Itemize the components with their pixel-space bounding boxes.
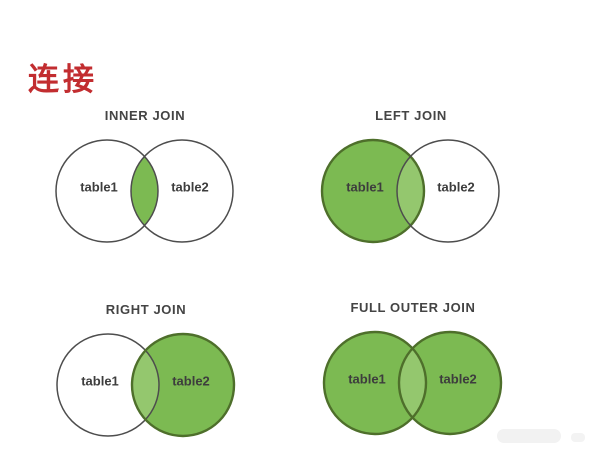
page-title: 连接 (28, 61, 98, 97)
right-circle-outline (130, 139, 234, 243)
table1-label: table1 (80, 179, 118, 195)
right-circle-fill (132, 334, 234, 436)
right-circle-fill (399, 332, 501, 434)
left-circle-fill (322, 140, 424, 242)
table2-label: table2 (437, 179, 475, 195)
left-circle-outline (322, 330, 428, 436)
left-circle-fill (57, 334, 159, 436)
left-join-title: LEFT JOIN (375, 108, 447, 123)
full-outer-join-venn (322, 330, 503, 436)
table2-label: table2 (171, 179, 209, 195)
right-circle-fill (131, 140, 233, 242)
right-circle-outline (396, 139, 500, 243)
left-circle-outline (320, 138, 426, 244)
right-join-diagram: RIGHT JOIN table1 table2 (21, 292, 271, 442)
left-join-venn (320, 138, 500, 244)
full-outer-join-title: FULL OUTER JOIN (350, 300, 476, 315)
right-circle-outline (397, 330, 503, 436)
right-circle-fill (397, 140, 499, 242)
left-circle-outline (55, 139, 159, 243)
watermark-smudge (497, 429, 585, 443)
table2-label: table2 (439, 371, 477, 387)
left-circle-fill (56, 140, 158, 242)
inner-join-diagram: INNER JOIN table1 table2 (20, 98, 270, 248)
right-join-venn (56, 332, 236, 438)
right-join-title: RIGHT JOIN (105, 302, 187, 317)
table1-label: table1 (348, 371, 386, 387)
left-circle-outline (56, 333, 160, 437)
right-circle-outline (130, 332, 236, 438)
full-outer-join-diagram: FULL OUTER JOIN table1 table2 (288, 290, 538, 440)
table1-label: table1 (346, 179, 384, 195)
table2-label: table2 (172, 373, 210, 389)
inner-join-venn (55, 139, 234, 243)
left-circle-fill (324, 332, 426, 434)
inner-join-title: INNER JOIN (104, 108, 186, 123)
table1-label: table1 (81, 373, 119, 389)
left-join-diagram: LEFT JOIN table1 table2 (286, 98, 536, 248)
